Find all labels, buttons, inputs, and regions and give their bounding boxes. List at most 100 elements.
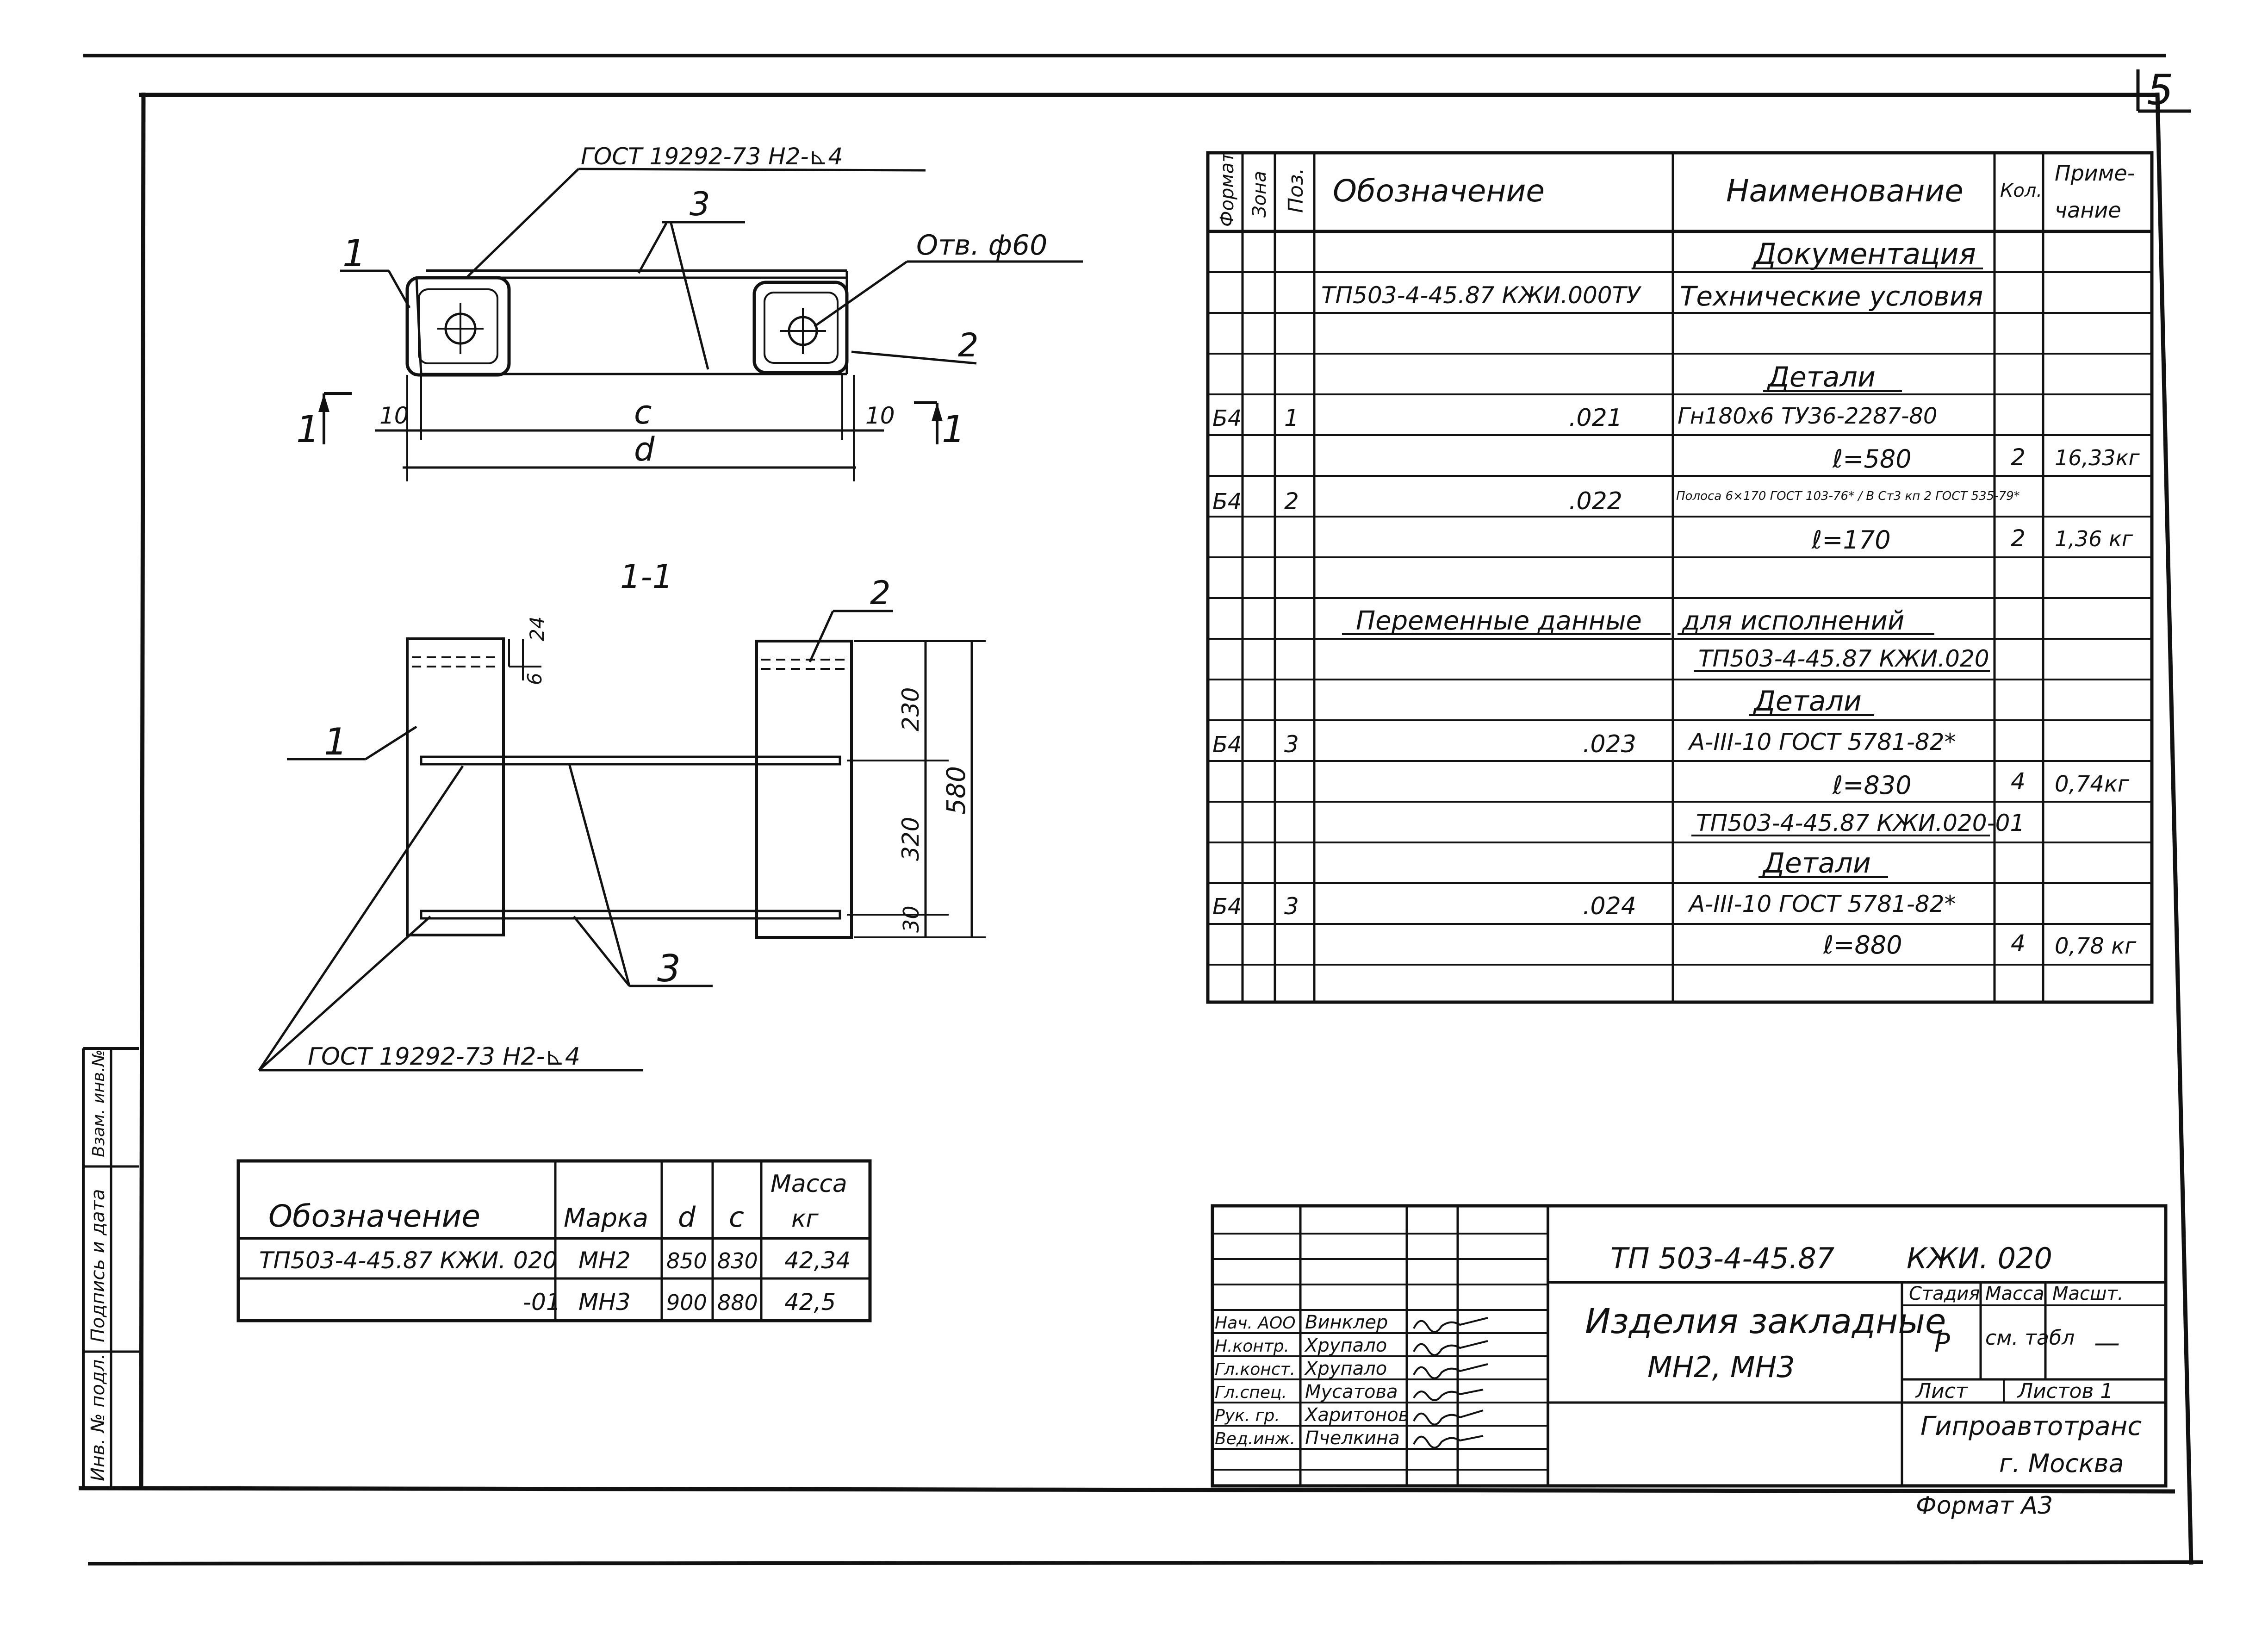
signature-row: Рук. гр. Харитонов [1215,1404,1484,1426]
svg-text:16,33кг: 16,33кг [2055,445,2140,470]
vt-header-designation: Обозначение [268,1198,480,1234]
dim-10-left: 10 [379,402,409,429]
dim-6: 6 [523,673,546,685]
dim-320: 320 [897,817,924,861]
plan-pos-1: 1 [342,232,366,275]
table-row: Б4 2 .022 Полоса 6×170 ГОСТ 103-76* / В … [1212,487,2020,515]
format-note: Формат А3 [1916,1492,2053,1520]
plan-pos-2: 2 [958,326,979,364]
svg-text:Детали: Детали [1766,361,1876,393]
svg-text:.021: .021 [1569,404,1622,432]
signature-row: Н.контр. Хрупало [1215,1335,1488,1356]
svg-text:МН3: МН3 [578,1289,631,1316]
table-row: ℓ=580 2 16,33кг [1832,444,2140,474]
svg-text:Мусатова: Мусатова [1305,1381,1398,1403]
variants-table: Обозначение Марка d c Масса кг ТП503-4-4… [236,1159,872,1322]
title-block: ТП 503-4-45.87 КЖИ. 020 Изделия закладны… [1211,1204,2168,1520]
section-pos-3: 3 [657,947,681,990]
svg-text:Хрупало: Хрупало [1304,1335,1387,1356]
svg-text:42,34: 42,34 [784,1247,851,1274]
svg-text:Б4: Б4 [1212,732,1242,758]
table-row: Детали [1763,361,1902,393]
st-header-designation: Обозначение [1333,173,1545,209]
svg-text:Б4: Б4 [1212,489,1242,515]
table-row: ТП503-4-45.87 КЖИ. 020 МН2 850 830 42,34 [259,1247,851,1274]
org-line2: г. Москва [1999,1449,2124,1478]
lower-bar [420,910,841,920]
svg-text:1,36 кг: 1,36 кг [2055,526,2133,551]
svg-text:2: 2 [2011,525,2026,552]
upper-bar [420,755,841,766]
svg-text:Документация: Документация [1752,237,1976,271]
stamp-sign-label: Подпись и дата [87,1189,109,1342]
svg-text:А-III-10 ГОСТ 5781-82*: А-III-10 ГОСТ 5781-82* [1688,729,1956,755]
org-line1: Гипроавтотранс [1920,1411,2142,1441]
plan-pos-3: 3 [690,185,710,223]
svg-text:1: 1 [942,408,965,451]
svg-text:Б4: Б4 [1212,894,1242,920]
hole-note: Отв. ф60 [916,229,1047,262]
sheet-frame: 5 [78,54,2203,1565]
svg-text:880: 880 [717,1290,758,1315]
table-row: ℓ=170 2 1,36 кг [1811,525,2133,555]
table-row: ТП503-4-45.87 КЖИ.000ТУ Технические усло… [1321,281,1983,312]
dim-24: 24 [526,617,548,641]
table-row: ℓ=880 4 0,78 кг [1823,930,2137,960]
svg-text:Пчелкина: Пчелкина [1305,1428,1400,1449]
spec-table: Формат Зона Поз. Обозначение Наименовани… [1206,151,2154,1004]
dim-10-right: 10 [865,402,895,429]
svg-text:Гл.конст.: Гл.конст. [1215,1360,1295,1379]
vt-header-d: d [678,1201,696,1234]
svg-text:Нач. АОО: Нач. АОО [1215,1314,1296,1333]
table-row: Детали [1758,847,1888,879]
sheets-label: Листов 1 [2017,1379,2113,1403]
table-row: Б4 1 .021 Гн180х6 ТУ36-2287-80 [1212,403,1937,432]
dim-30: 30 [899,905,924,933]
svg-text:МН2: МН2 [578,1247,631,1274]
mass-label: Масса [1985,1283,2044,1304]
table-row: ТП503-4-45.87 КЖИ.020-01 [1691,810,2025,836]
svg-text:1: 1 [1284,405,1299,431]
svg-text:3: 3 [1284,731,1299,758]
svg-text:Хрупало: Хрупало [1304,1358,1387,1379]
svg-text:1: 1 [296,408,320,451]
doc-code: ТП 503-4-45.87 [1610,1241,1834,1275]
svg-text:Гл.спец.: Гл.спец. [1215,1383,1287,1402]
dim-d: d [634,430,655,468]
title-line2: МН2, МН3 [1647,1350,1795,1384]
vt-header-mark: Марка [564,1203,648,1233]
plan-view: ГОСТ 19292-73 Н2-⊾4 1 3 Отв. ф60 2 [296,143,1083,481]
svg-text:2: 2 [2011,444,2026,471]
svg-text:4: 4 [2011,930,2026,957]
plan-right-plate [752,281,849,374]
svg-text:ТП503-4-45.87 КЖИ.020: ТП503-4-45.87 КЖИ.020 [1698,645,1989,672]
st-header-zone: Зона [1249,171,1270,218]
svg-text:Детали: Детали [1752,685,1862,717]
section-mark-left: 1 [296,392,352,451]
table-row: Переменные данные для исполнений [1342,606,1934,636]
table-row: Б4 3 .024 А-III-10 ГОСТ 5781-82* [1212,891,1956,920]
scale-label: Масшт. [2052,1283,2124,1304]
signature-row: Нач. АОО Винклер [1215,1312,1488,1333]
svg-text:Рук. гр.: Рук. гр. [1215,1406,1280,1425]
dim-230: 230 [897,687,924,731]
section-title: 1-1 [620,558,673,596]
svg-text:ТП503-4-45.87 КЖИ.000ТУ: ТП503-4-45.87 КЖИ.000ТУ [1321,282,1642,309]
svg-text:Гн180х6 ТУ36-2287-80: Гн180х6 ТУ36-2287-80 [1678,403,1937,429]
svg-text:850: 850 [666,1248,707,1273]
table-row: ℓ=830 4 0,74кг [1832,768,2130,800]
vt-header-c: c [729,1201,744,1234]
svg-text:Вед.инж.: Вед.инж. [1215,1429,1295,1448]
sheet-number: 5 [2147,66,2173,114]
svg-text:Н.контр.: Н.контр. [1215,1337,1289,1356]
signature-row: Гл.конст. Хрупало [1215,1358,1488,1379]
vt-header-kg: кг [791,1205,819,1233]
section-mark-right: 1 [914,401,965,451]
table-row: -01 МН3 900 880 42,5 [523,1289,836,1316]
section-view: 1-1 24 6 230 320 30 580 2 1 3 ГОСТ 19292 [258,558,986,1072]
svg-text:Детали: Детали [1762,847,1871,879]
svg-text:Переменные данные: Переменные данные [1356,606,1642,636]
plan-left-plate [405,276,511,377]
svg-text:ℓ=830: ℓ=830 [1832,771,1912,800]
svg-text:3: 3 [1284,893,1299,920]
